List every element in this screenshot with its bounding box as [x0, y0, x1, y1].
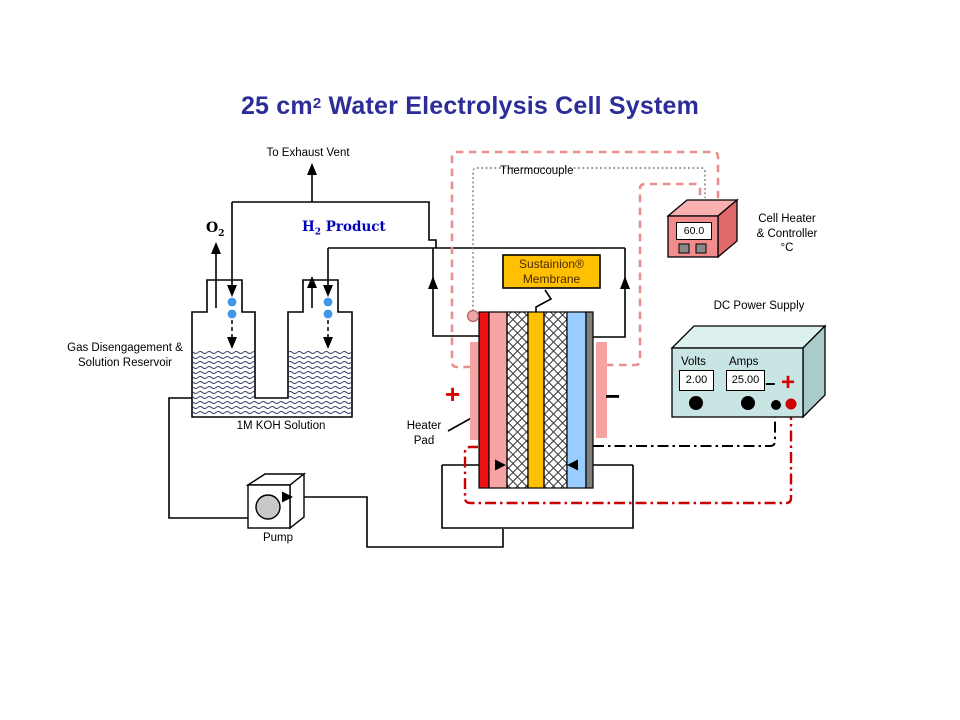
cathode-minus-sign: − [605, 381, 621, 411]
amps-knob [741, 396, 755, 410]
o2-arrowhead [211, 242, 221, 254]
h2-suffix: Product [321, 219, 386, 235]
heater-pad-right [596, 342, 607, 438]
cell-left-up-arrowhead [428, 276, 438, 289]
bubble-return-dashes [231, 320, 329, 339]
dc-power-supply-label: DC Power Supply [713, 300, 805, 312]
flow-arrowheads [211, 163, 630, 503]
exhaust-arrowhead [307, 163, 317, 175]
heater-wires [450, 150, 720, 369]
controller-button-2 [695, 243, 707, 254]
slide-title: 25 cm2 Water Electrolysis Cell System [140, 90, 800, 122]
anode-electrode-mesh [506, 311, 529, 489]
h2-product-label: H2 Product [302, 219, 386, 239]
heater-pad-label-line1: Heater [406, 420, 442, 432]
reservoir-label: Gas Disengagement & Solution Reservoir [58, 341, 192, 370]
h2-symbol: H [302, 219, 315, 235]
reservoir-label-line2: Solution Reservoir [78, 356, 172, 369]
cell-right-up-arrowhead [620, 276, 630, 289]
bubble [323, 309, 333, 319]
thermocouple-wire [472, 167, 706, 311]
volts-label: Volts [681, 356, 706, 368]
bubble [323, 297, 333, 307]
membrane-layer [527, 311, 545, 489]
amps-display: 25.00 [726, 370, 765, 391]
cathode-electrode-mesh [543, 311, 568, 489]
heater-wire-left [450, 150, 720, 369]
title-part2: Water Electrolysis Cell System [321, 92, 700, 120]
o2-label: O2 [206, 220, 224, 240]
h2-bubble-down-arrowhead [323, 337, 333, 349]
controller-label: Cell Heater & Controller °C [746, 212, 828, 256]
pump-rotor [255, 494, 281, 520]
thermocouple-label: Thermocouple [500, 165, 574, 177]
h2-vessel-down-arrowhead [323, 285, 333, 297]
feed-right-arrowhead [567, 459, 578, 471]
title-superscript: 2 [312, 95, 322, 112]
negative-power-wire [593, 409, 776, 447]
reservoir-to-pump-line [168, 397, 248, 519]
title-part1: 25 cm [240, 92, 313, 120]
negative-terminal [771, 400, 781, 410]
h2-subscript: 2 [314, 227, 322, 238]
volts-display: 2.00 [679, 370, 714, 391]
amps-label: Amps [729, 356, 759, 368]
anode-plate-red [478, 311, 490, 489]
controller-label-line2: & Controller [756, 227, 818, 240]
gas-bubbles [227, 297, 333, 319]
membrane-callout-box [502, 254, 601, 289]
bubble [227, 297, 237, 307]
cell-feed-manifold-box [441, 465, 634, 529]
heater-pad-left [470, 342, 481, 440]
controller-label-line1: Cell Heater [758, 213, 816, 225]
koh-solution-label: 1M KOH Solution [236, 420, 326, 432]
positive-terminal [785, 398, 797, 410]
pump-label: Pump [262, 532, 294, 544]
cell-left-gas-line [432, 248, 479, 337]
thermocouple-bead [466, 309, 480, 323]
o2-vessel-down-arrowhead [227, 285, 237, 297]
heater-wire-right [606, 182, 702, 367]
reservoir-label-line1: Gas Disengagement & [67, 342, 183, 354]
volts-knob [689, 396, 703, 410]
pump [245, 472, 307, 530]
heater-pad-label-line2: Pad [413, 434, 435, 447]
cathode-plate-gray [585, 311, 594, 489]
controller-label-line3: °C [780, 242, 794, 255]
membrane-label-line2: Membrane [522, 272, 581, 287]
o2-symbol: O [206, 220, 219, 236]
supply-plus-sign: + [781, 369, 796, 396]
supply-top-face [670, 325, 827, 349]
anode-plus-sign: + [445, 379, 461, 409]
controller-button-1 [678, 243, 690, 254]
o2-subscript: 2 [218, 228, 225, 239]
koh-liquid [193, 350, 351, 416]
feed-left-arrowhead [495, 459, 506, 471]
supply-minus-sign: − [765, 374, 776, 394]
vent-manifold-line [232, 201, 437, 248]
pump-to-cell-line [294, 496, 504, 548]
bubble [227, 309, 237, 319]
o2-bubble-down-arrowhead [227, 337, 237, 349]
positive-power-wire [463, 409, 793, 505]
pump-outlet-arrowhead [282, 491, 293, 503]
h2-arrowhead [307, 276, 317, 288]
cell-stack [478, 311, 594, 489]
tubing-lines [168, 174, 634, 548]
membrane-callout-label: Sustainion® Membrane [503, 257, 600, 288]
heater-pad-label: Heater Pad [398, 419, 450, 448]
temperature-display: 60.0 [676, 222, 712, 240]
membrane-label-line1: Sustainion® [519, 257, 584, 271]
exhaust-vent-label: To Exhaust Vent [266, 147, 350, 159]
